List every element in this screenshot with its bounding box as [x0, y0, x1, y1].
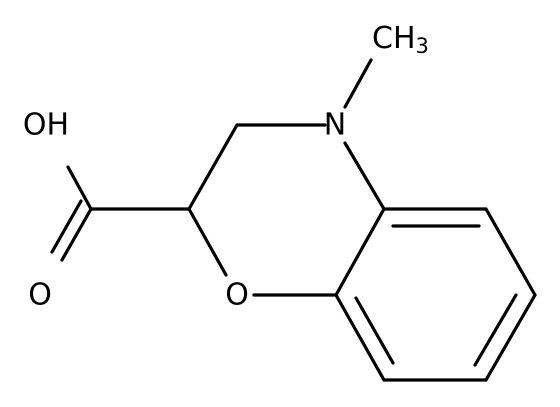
bond-ring-6 — [334, 207, 386, 297]
bond-ch2-ch — [187, 123, 239, 211]
bond-ring-2 — [484, 207, 537, 297]
atom-labels: CH3 N O OH O — [23, 21, 429, 313]
bond-cooh-hydroxyl — [66, 165, 93, 211]
atom-label-nitrogen: N — [324, 108, 346, 143]
bond-cooh-carbonyl-a — [60, 207, 93, 262]
bond-group — [50, 58, 537, 382]
atom-label-methyl: CH3 — [372, 21, 429, 59]
bond-n-ring-carbon — [343, 141, 386, 211]
bond-cooh-carbonyl-b — [50, 199, 83, 254]
bond-ring-inner-3 — [354, 296, 395, 365]
bond-ring-inner-2 — [473, 293, 518, 367]
bond-n-methyl — [343, 58, 373, 109]
atom-label-hydroxyl: OH — [23, 108, 69, 143]
atom-label-ring-oxygen: O — [225, 278, 249, 313]
bond-ring-5 — [334, 293, 386, 382]
atom-label-carbonyl-oxygen: O — [28, 278, 52, 313]
bond-ring-3 — [484, 293, 537, 382]
bond-ch-ring-oxygen — [187, 207, 228, 277]
